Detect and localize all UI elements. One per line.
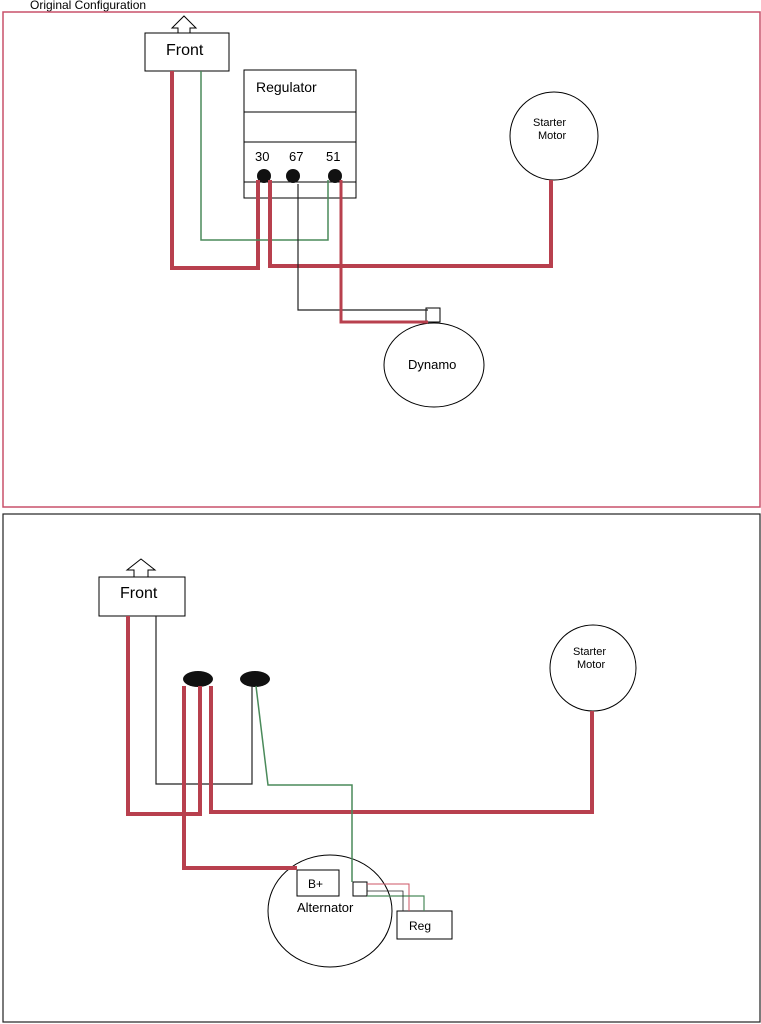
reg-label: Reg: [409, 919, 431, 933]
bottom-wire-starter-red: [209, 686, 594, 814]
link-red: [367, 883, 410, 911]
top-wire-67-black: [297, 184, 428, 311]
top-wires: [170, 71, 553, 324]
connector-left: [183, 671, 213, 687]
bottom-wire-front-red: [126, 616, 202, 816]
alternator-label: Alternator: [297, 900, 354, 915]
top-front-label: Front: [166, 42, 204, 59]
top-panel-title: Original Configuration: [30, 0, 146, 12]
bottom-front-indicator: Front: [98, 558, 186, 617]
terminal-30: [257, 169, 271, 183]
top-starter-label-2: Motor: [538, 130, 566, 142]
dynamo: Dynamo: [383, 307, 485, 408]
bottom-wire-front-black: [155, 616, 253, 785]
top-starter-circle: [509, 91, 599, 181]
bottom-front-label: Front: [120, 585, 158, 602]
terminal-30-label: 30: [255, 149, 269, 164]
link-black: [367, 890, 404, 911]
top-starter-motor: Starter Motor: [509, 91, 599, 181]
bottom-front-box: [98, 576, 186, 617]
terminal-51: [328, 169, 342, 183]
top-front-arrow-icon: [170, 15, 198, 35]
reg-unit: Reg: [396, 910, 453, 940]
bplus-terminal: [296, 869, 340, 897]
terminal-67-label: 67: [289, 149, 303, 164]
bottom-front-arrow-icon: [125, 558, 157, 579]
bottom-wire-green: [255, 685, 353, 882]
regulator: Regulator 30 67 51: [243, 69, 357, 199]
top-front-indicator: Front: [144, 15, 230, 72]
terminal-67: [286, 169, 300, 183]
bplus-label: B+: [308, 877, 323, 891]
bottom-starter-label-1: Starter: [573, 646, 606, 658]
regulator-title: Regulator: [256, 79, 317, 95]
alternator: B+ Alternator: [267, 854, 393, 968]
bottom-starter-motor: Starter Motor: [549, 624, 637, 712]
top-wire-front-green: [200, 71, 329, 241]
top-wire-starter-red: [268, 180, 553, 268]
bottom-wires: [126, 616, 594, 911]
dynamo-terminal: [425, 307, 441, 323]
terminal-51-label: 51: [326, 149, 340, 164]
bottom-wire-bplus-red: [182, 686, 297, 870]
bottom-starter-label-2: Motor: [577, 659, 605, 671]
top-starter-label-1: Starter: [533, 117, 566, 129]
link-green: [367, 895, 425, 911]
bottom-panel-frame: [2, 513, 761, 1023]
connector-right: [240, 671, 270, 687]
top-wire-51-red: [339, 180, 428, 324]
alternator-reg-terminal: [352, 881, 368, 897]
dynamo-circle: [383, 322, 485, 408]
top-wire-front-red: [170, 71, 260, 270]
reg-box: [396, 910, 453, 940]
top-front-box: [144, 32, 230, 72]
top-panel-frame: [2, 11, 761, 508]
dynamo-label: Dynamo: [408, 357, 456, 372]
